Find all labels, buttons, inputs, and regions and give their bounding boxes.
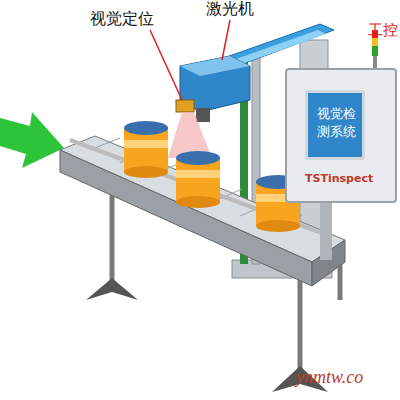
product-can — [124, 121, 168, 178]
light-cone — [168, 112, 212, 158]
callout-label: 激光机 — [206, 0, 254, 18]
node-text: TSTinspect — [305, 172, 373, 187]
cabinet-stand — [320, 200, 332, 260]
input-arrow — [0, 112, 64, 168]
node-text: 视觉检测系统 — [314, 105, 358, 140]
screen-panel: 视觉检测系统 — [305, 90, 365, 160]
signal-pole — [373, 56, 377, 68]
callout-label: 视觉定位 — [90, 10, 154, 28]
product-can — [176, 151, 220, 208]
leader-line — [150, 30, 182, 100]
leg-foot — [86, 278, 138, 300]
leader-line — [222, 20, 230, 60]
control-cabinet: TSTinspect 视觉检测系统 — [285, 68, 397, 203]
signal-light — [372, 38, 378, 46]
watermark: ynmtw.co — [296, 368, 363, 388]
laser-top — [180, 56, 250, 76]
conveyor-side — [60, 150, 312, 286]
callout-label: 工控 — [368, 22, 398, 39]
signal-light — [372, 46, 378, 56]
camera — [176, 100, 194, 112]
laser-lens — [196, 108, 210, 122]
